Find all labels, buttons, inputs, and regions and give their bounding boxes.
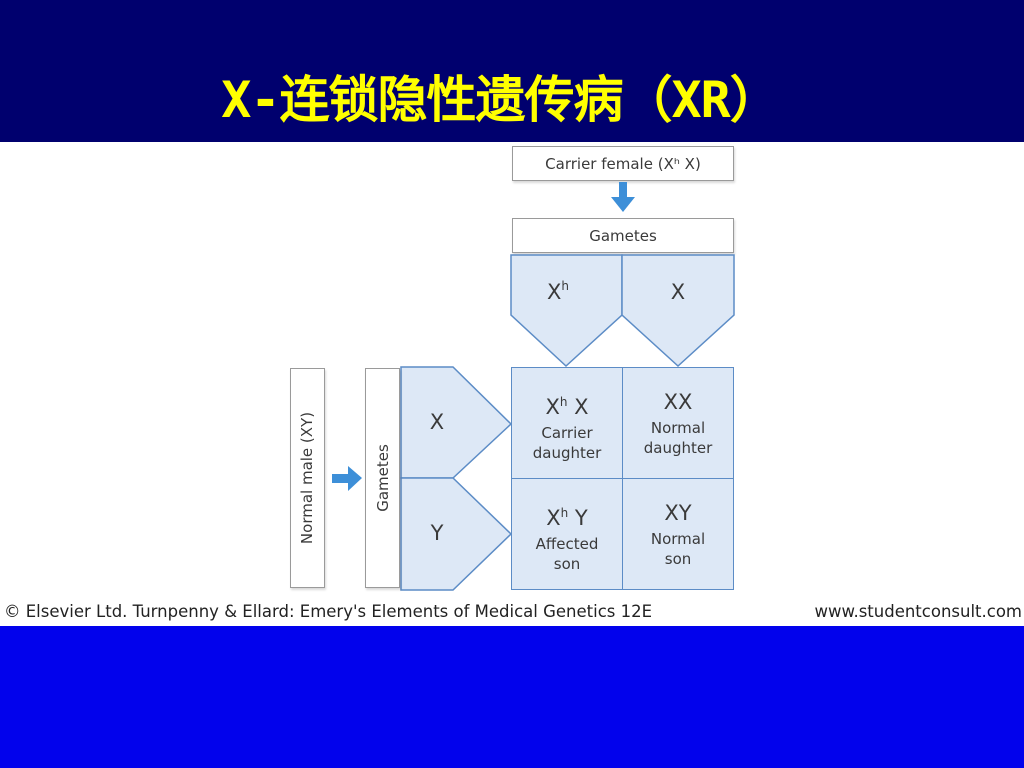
- top-gametes-label: Gametes: [589, 226, 657, 245]
- title-band: [0, 0, 1024, 142]
- female-parent-box: Carrier female (Xʰ X): [512, 146, 734, 181]
- right-arrow-icon: [332, 466, 362, 491]
- slide-title: X-连锁隐性遗传病（XR）: [221, 71, 779, 129]
- gamete-shapes: Xh X X Y: [400, 254, 735, 591]
- cell-genotype: Xh X: [545, 395, 589, 419]
- male-parent-label: Normal male (XY): [298, 411, 317, 545]
- copyright-text: © Elsevier Ltd. Turnpenny & Ellard: Emer…: [4, 602, 653, 621]
- top-gamete-shape-2: [621, 254, 735, 368]
- side-gamete-1: X: [430, 410, 444, 434]
- punnett-figure: Carrier female (Xʰ X) Gametes Xh X X Y N…: [0, 142, 1024, 626]
- male-parent-box: Normal male (XY): [290, 368, 325, 588]
- side-gamete-shape-1: [400, 366, 513, 479]
- down-arrow-icon: [611, 182, 635, 212]
- top-gamete-shape-1: [510, 254, 623, 368]
- cell-genotype: XX: [663, 390, 693, 414]
- cell-genotype: XY: [664, 501, 692, 525]
- female-parent-label: Carrier female (Xʰ X): [545, 154, 701, 173]
- cell-genotype: Xh Y: [546, 506, 588, 530]
- side-gametes-label: Gametes: [373, 444, 392, 512]
- top-gamete-2: X: [671, 280, 685, 304]
- website-link[interactable]: www.studentconsult.com: [814, 602, 1022, 621]
- top-gametes-box: Gametes: [512, 218, 734, 253]
- side-gamete-shape-2: [400, 477, 513, 591]
- arrows-layer: [332, 182, 635, 491]
- side-gamete-2: Y: [430, 521, 444, 545]
- side-gametes-box: Gametes: [365, 368, 400, 588]
- top-gamete-1: Xh: [547, 279, 569, 304]
